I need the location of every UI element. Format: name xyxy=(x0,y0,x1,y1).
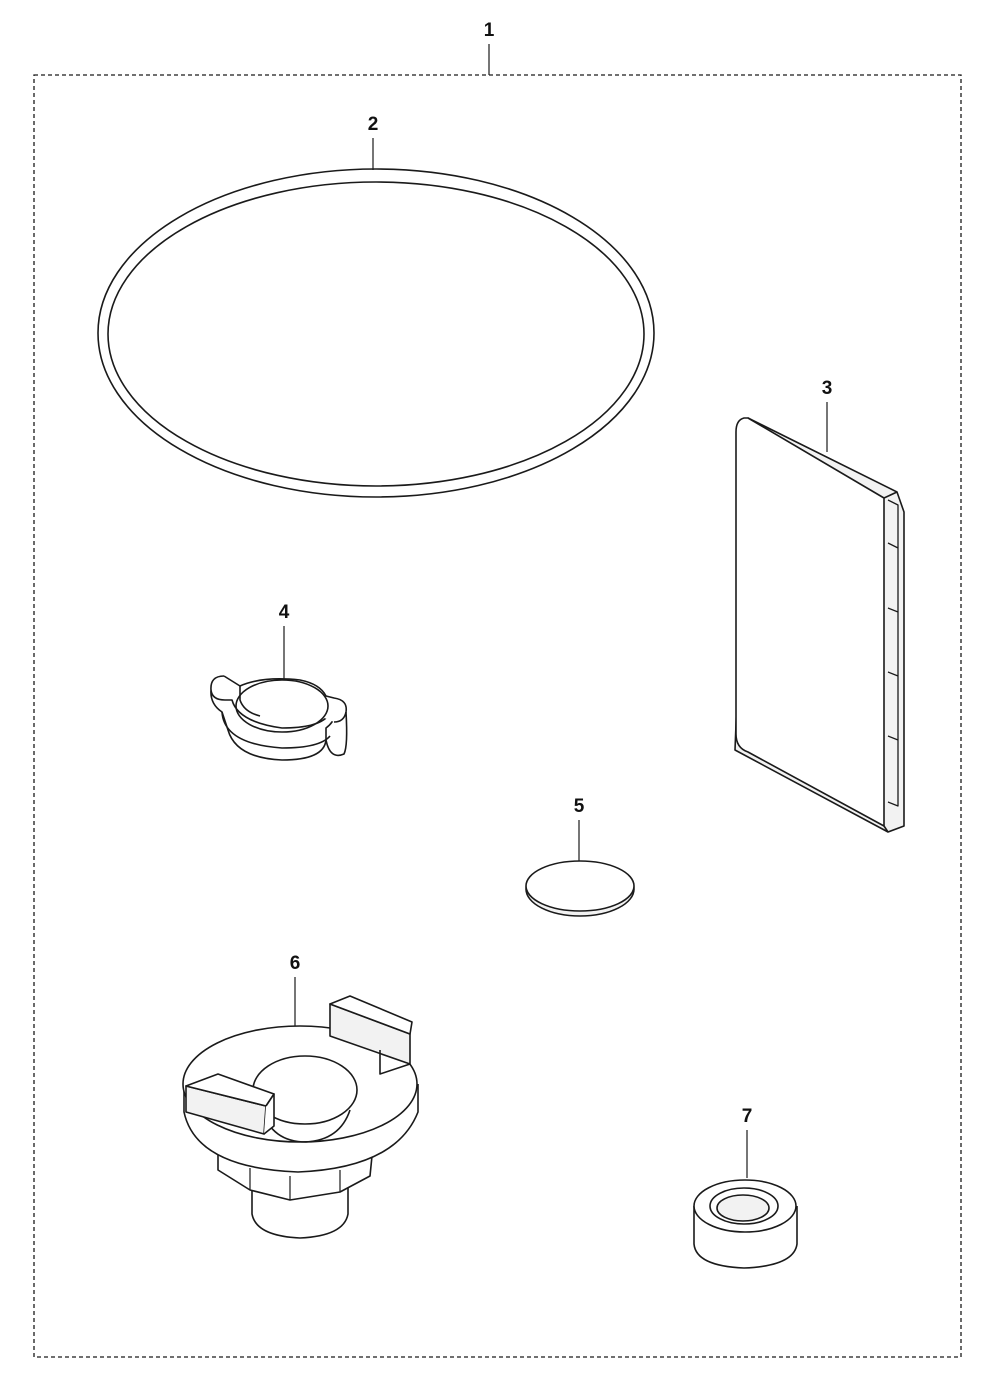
callout-label-4: 4 xyxy=(278,602,290,623)
callout-label-6: 6 xyxy=(289,953,301,974)
o-ring-drawing xyxy=(97,168,655,498)
callout-label-3: 3 xyxy=(821,378,833,399)
callout-label-5: 5 xyxy=(573,796,585,817)
callout-label-2: 2 xyxy=(367,114,379,135)
adapter-drawing xyxy=(182,995,419,1239)
clamp-drawing xyxy=(210,675,348,761)
callout-label-1: 1 xyxy=(483,20,495,41)
callout-label-7: 7 xyxy=(741,1106,753,1127)
kit-boundary xyxy=(33,74,962,1358)
cap-drawing xyxy=(693,1179,798,1269)
plate-drawing xyxy=(734,417,905,833)
disc-drawing xyxy=(525,860,635,917)
